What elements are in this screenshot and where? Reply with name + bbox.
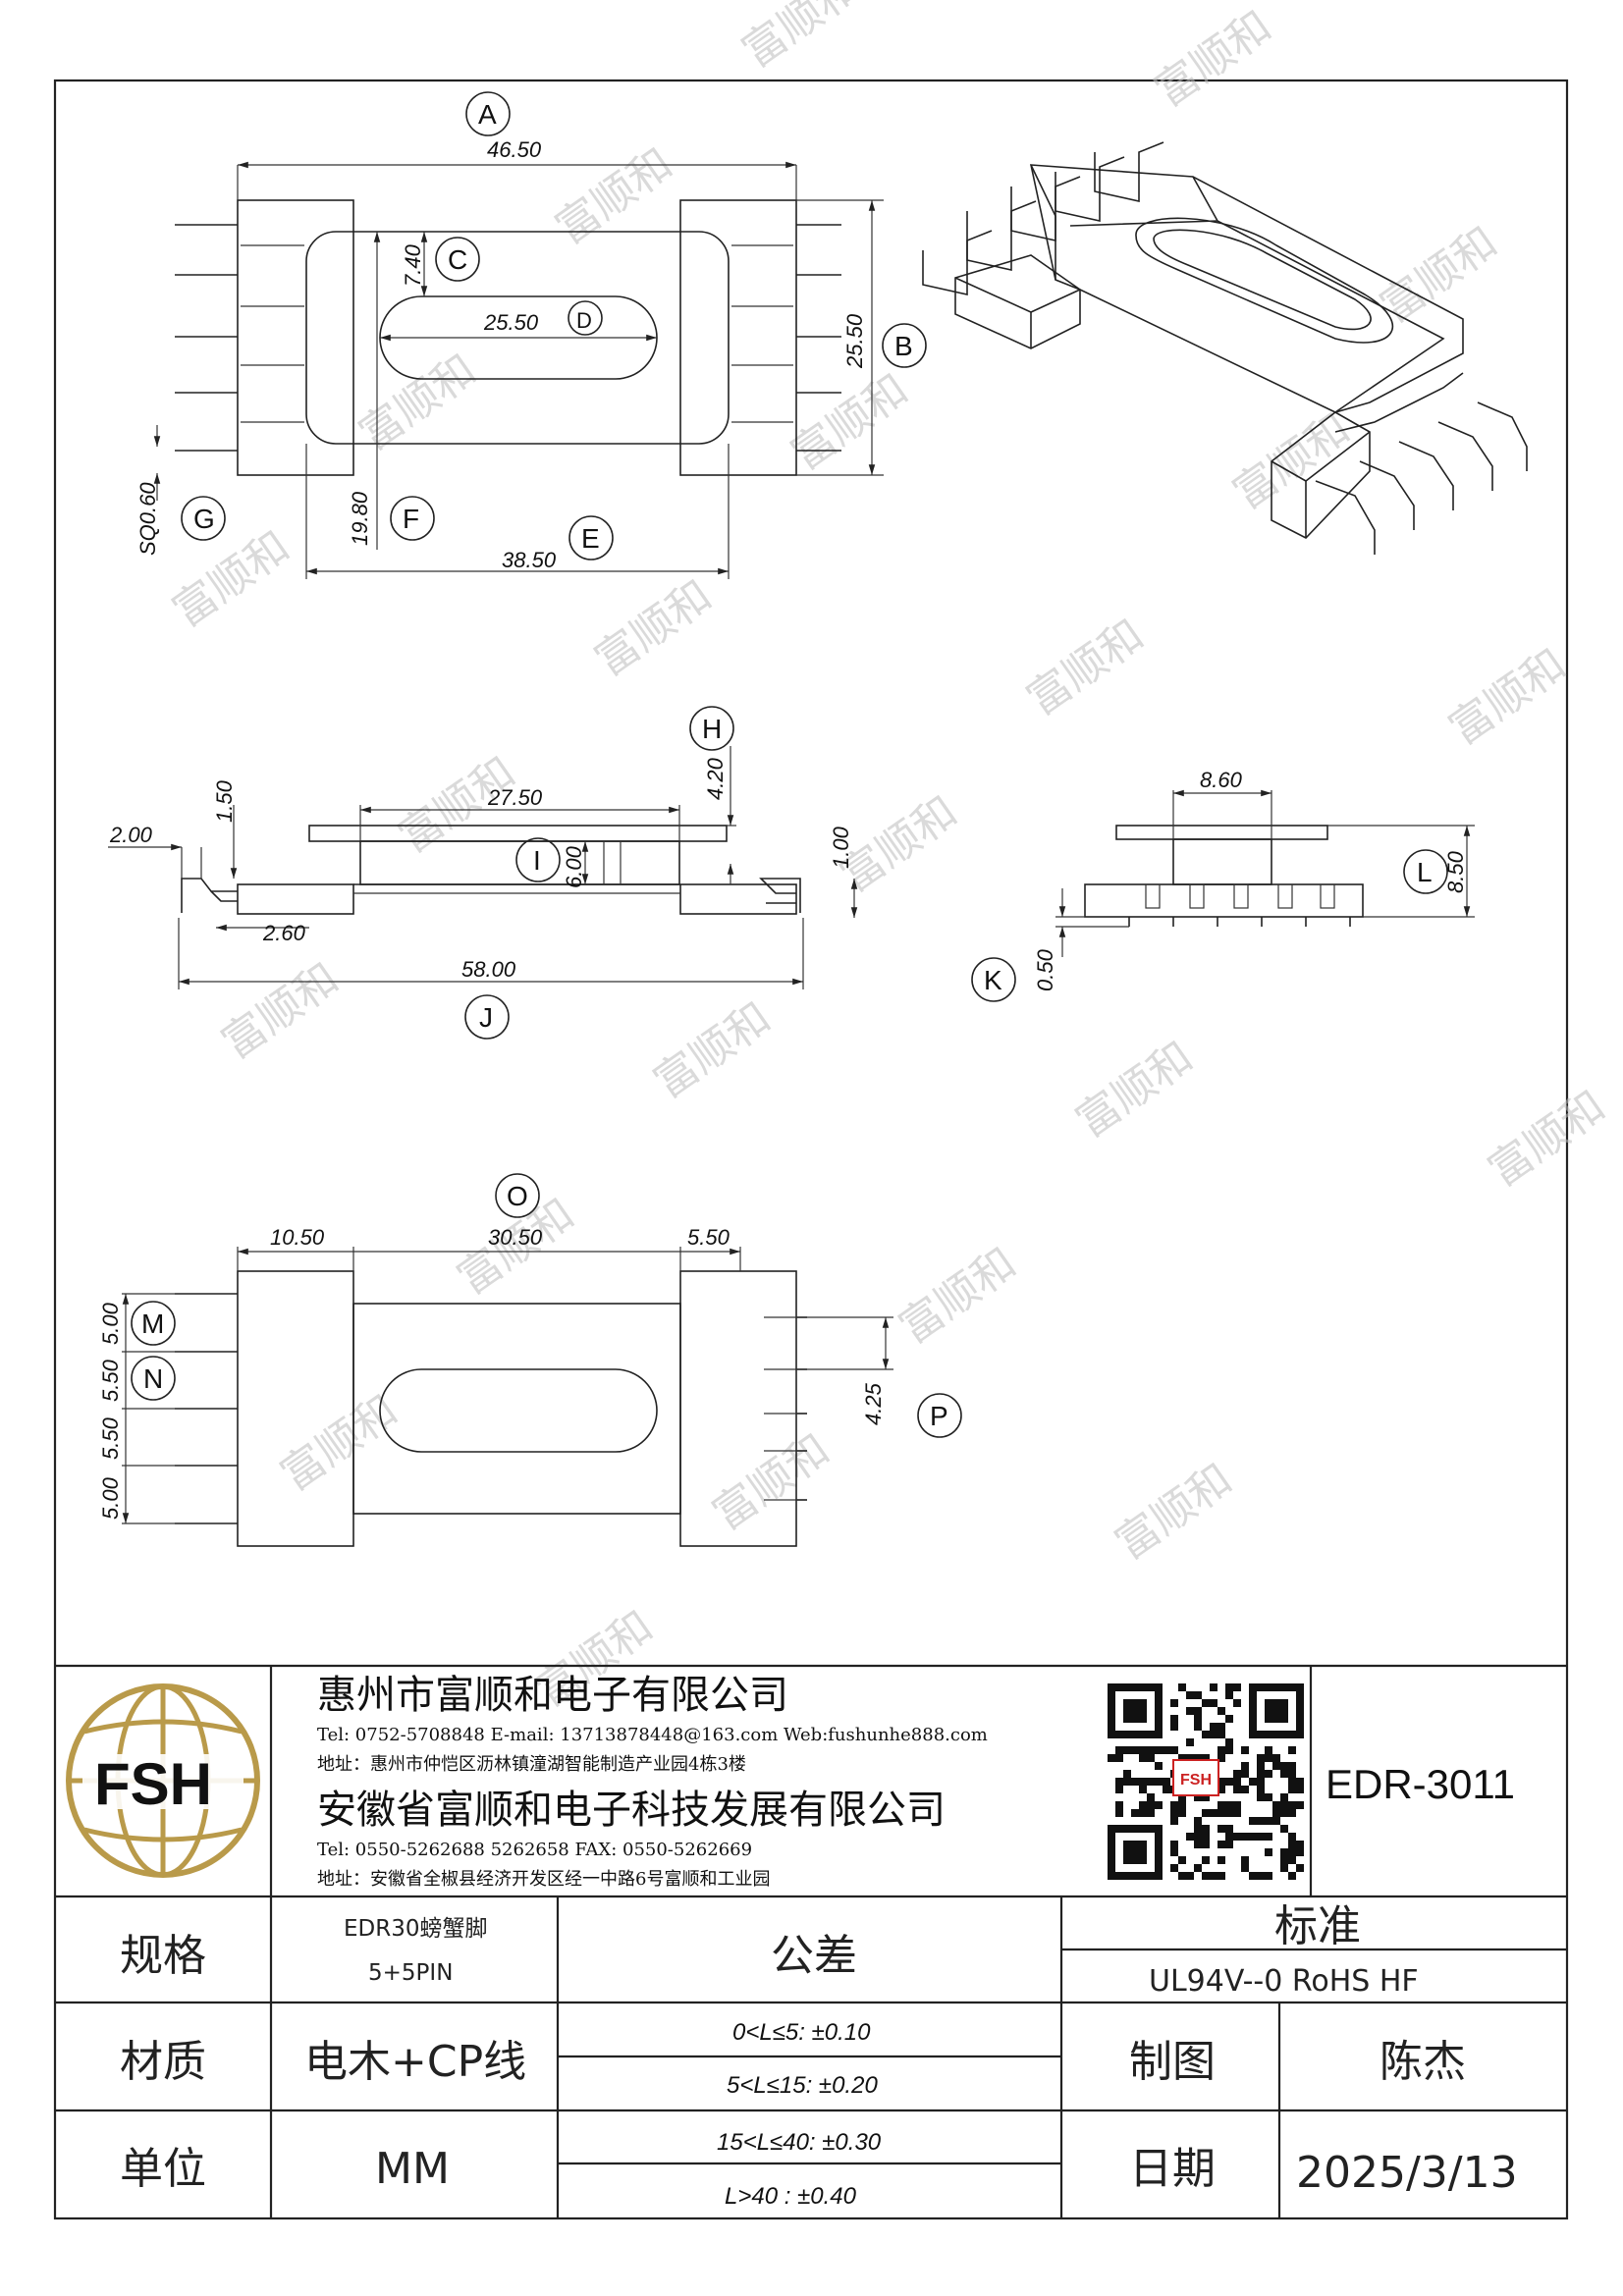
tolerance-range-2: 5<L≤15: ±0.20 bbox=[727, 2072, 878, 2099]
label-g: G bbox=[193, 504, 215, 534]
dim-m2-value: 5.00 bbox=[98, 1476, 123, 1520]
label-b: B bbox=[894, 331, 913, 361]
dim-k-value: 0.50 bbox=[1033, 948, 1057, 991]
svg-text:富顺和: 富顺和 bbox=[1224, 404, 1359, 519]
dim-p-value: 4.25 bbox=[861, 1382, 886, 1425]
tolerance-range-3: 15<L≤40: ±0.30 bbox=[717, 2129, 882, 2156]
dim-i-value: 6.00 bbox=[562, 845, 586, 888]
dim-end-width: 8.60 bbox=[1200, 768, 1243, 792]
spec-label: 规格 bbox=[120, 1931, 206, 1981]
svg-text:FSH: FSH bbox=[94, 1751, 212, 1817]
material-label: 材质 bbox=[120, 2037, 206, 2087]
part-number: EDR-3011 bbox=[1325, 1761, 1515, 1807]
label-p: P bbox=[930, 1401, 948, 1431]
company1-contact: Tel: 0752-5708848 E-mail: 13713878448@16… bbox=[317, 1725, 988, 1745]
side-view: 27.50 4.20 H 6.00 I 1.50 2.00 2.60 1.00 … bbox=[108, 706, 858, 1040]
svg-text:富顺和: 富顺和 bbox=[1107, 1455, 1241, 1570]
svg-text:富顺和: 富顺和 bbox=[586, 571, 721, 686]
svg-text:富顺和: 富顺和 bbox=[164, 522, 298, 637]
dim-j-value: 58.00 bbox=[461, 957, 516, 982]
dim-o-mid: 30.50 bbox=[488, 1225, 543, 1250]
material-value: 电木+CP线 bbox=[304, 2037, 526, 2087]
bottom-view: 10.50 30.50 5.50 O 5.00 5.50 5.50 5.00 M… bbox=[98, 1173, 962, 1547]
svg-text:富顺和: 富顺和 bbox=[272, 1386, 406, 1501]
top-view: 46.50 A 25.50 B 7.40 C 25.50 D 19.80 F 3… bbox=[135, 91, 927, 579]
dim-pin-width: 2.00 bbox=[109, 823, 153, 847]
drafter-label: 制图 bbox=[1129, 2037, 1216, 2087]
svg-text:富顺和: 富顺和 bbox=[733, 0, 868, 78]
sheet-border bbox=[53, 79, 1569, 2220]
svg-text:富顺和: 富顺和 bbox=[645, 993, 780, 1108]
date-label: 日期 bbox=[1129, 2144, 1216, 2194]
company1-address: 地址：惠州市仲恺区沥林镇潼湖智能制造产业园4栋3楼 bbox=[317, 1754, 746, 1775]
svg-text:富顺和: 富顺和 bbox=[547, 139, 681, 254]
label-e: E bbox=[581, 523, 600, 554]
standard-value: UL94V--0 RoHS HF bbox=[1149, 1964, 1419, 1999]
watermark-layer: 富顺和 富顺和 富顺和 富顺和 富顺和 富顺和 富顺和 富顺和 富顺和 富顺和 … bbox=[164, 0, 1614, 1717]
dim-top-width: 27.50 bbox=[487, 785, 543, 810]
label-h: H bbox=[702, 714, 722, 744]
label-f: F bbox=[403, 504, 419, 534]
dim-c-value: 7.40 bbox=[401, 243, 425, 287]
tolerance-range-1: 0<L≤5: ±0.10 bbox=[732, 2019, 871, 2046]
label-n: N bbox=[143, 1363, 163, 1394]
label-l: L bbox=[1417, 857, 1433, 887]
label-a: A bbox=[478, 99, 497, 130]
label-c: C bbox=[448, 244, 467, 275]
tolerance-range-4: L>40 : ±0.40 bbox=[725, 2183, 857, 2210]
standard-label: 标准 bbox=[1274, 1901, 1361, 1951]
company2-address: 地址：安徽省全椒县经济开发区经一中路6号富顺和工业园 bbox=[317, 1869, 770, 1890]
svg-text:富顺和: 富顺和 bbox=[783, 365, 917, 480]
company1-name: 惠州市富顺和电子有限公司 bbox=[317, 1673, 788, 1718]
title-block: FSH 惠州市富顺和电子有限公司 Tel: 0752-5708848 E-mai… bbox=[55, 1664, 1567, 2218]
svg-text:富顺和: 富顺和 bbox=[1067, 1033, 1202, 1148]
dim-o-left: 10.50 bbox=[270, 1225, 325, 1250]
svg-text:富顺和: 富顺和 bbox=[1146, 2, 1280, 117]
dim-n-value: 5.50 bbox=[98, 1359, 123, 1402]
dim-n2-value: 5.50 bbox=[98, 1416, 123, 1460]
date-value: 2025/3/13 bbox=[1296, 2148, 1518, 2198]
unit-label: 单位 bbox=[120, 2144, 206, 2194]
isometric-view bbox=[922, 141, 1528, 555]
company-logo: FSH bbox=[66, 1683, 260, 1878]
label-m: M bbox=[141, 1308, 164, 1339]
dim-f-value: 19.80 bbox=[348, 491, 372, 546]
dim-o-right: 5.50 bbox=[687, 1225, 730, 1250]
label-j: J bbox=[479, 1002, 493, 1033]
spec-value-2: 5+5PIN bbox=[368, 1960, 453, 1986]
dim-pin-drop: 1.00 bbox=[829, 826, 853, 869]
label-o: O bbox=[507, 1181, 528, 1211]
svg-text:富顺和: 富顺和 bbox=[1372, 218, 1506, 333]
svg-text:富顺和: 富顺和 bbox=[891, 1239, 1025, 1354]
svg-text:富顺和: 富顺和 bbox=[704, 1425, 839, 1540]
label-k: K bbox=[984, 965, 1002, 995]
dim-m-value: 5.00 bbox=[98, 1302, 123, 1345]
dim-d-value: 25.50 bbox=[483, 310, 539, 335]
svg-text:富顺和: 富顺和 bbox=[1440, 640, 1575, 755]
qr-code bbox=[1108, 1683, 1304, 1880]
dim-pin-height: 1.50 bbox=[212, 779, 237, 823]
drafter-value: 陈杰 bbox=[1380, 2037, 1466, 2087]
dim-h-value: 4.20 bbox=[703, 757, 728, 800]
unit-value: MM bbox=[375, 2144, 450, 2194]
qr-badge: FSH bbox=[1180, 1772, 1212, 1789]
spec-value-1: EDR30螃蟹脚 bbox=[344, 1916, 488, 1942]
end-view: 8.60 8.50 L 0.50 K bbox=[971, 768, 1475, 1002]
company2-contact: Tel: 0550-5262688 5262658 FAX: 0550-5262… bbox=[317, 1840, 752, 1860]
label-d: D bbox=[576, 308, 592, 333]
dim-g-value: SQ0.60 bbox=[135, 482, 160, 556]
dim-b-value: 25.50 bbox=[842, 313, 867, 369]
svg-text:富顺和: 富顺和 bbox=[1480, 1082, 1614, 1197]
company2-name: 安徽省富顺和电子科技发展有限公司 bbox=[317, 1788, 946, 1833]
dim-pin-offset: 2.60 bbox=[262, 921, 306, 945]
svg-text:富顺和: 富顺和 bbox=[213, 954, 348, 1069]
svg-text:富顺和: 富顺和 bbox=[1018, 611, 1153, 725]
dim-e-value: 38.50 bbox=[502, 548, 557, 572]
label-i: I bbox=[533, 845, 541, 876]
tolerance-label: 公差 bbox=[771, 1931, 857, 1981]
dim-a-value: 46.50 bbox=[487, 137, 542, 162]
